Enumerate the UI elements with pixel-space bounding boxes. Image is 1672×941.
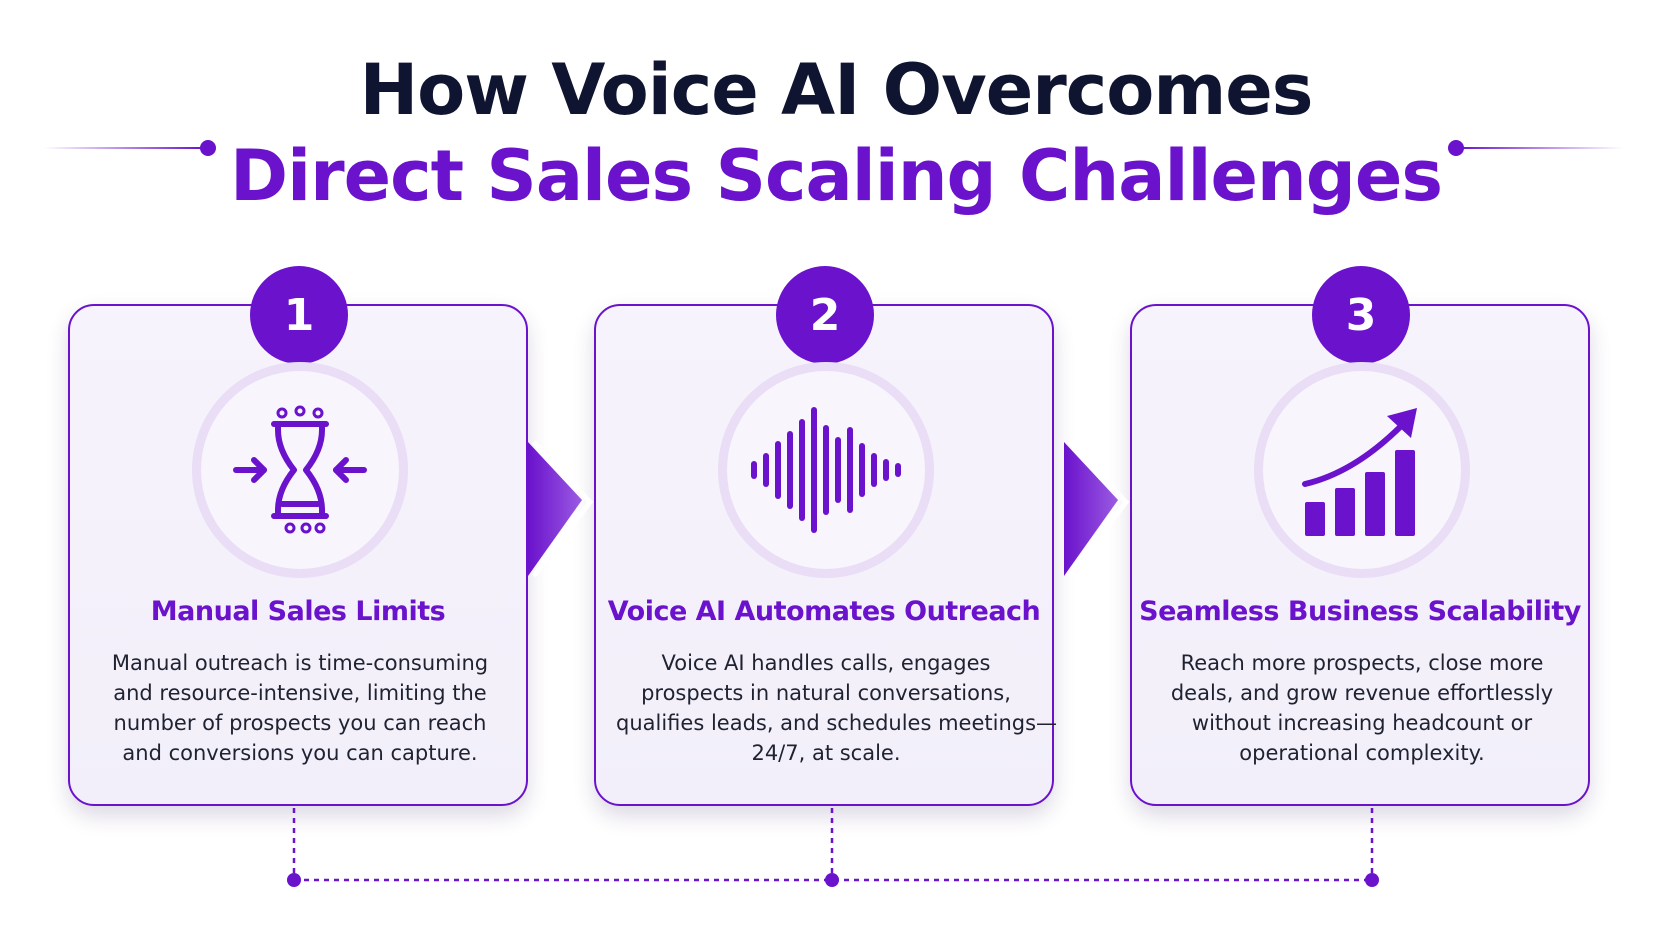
step-icon-ring-3 [1254,362,1470,578]
step-number-badge-2: 2 [776,266,874,364]
step-card-2: 2 Voice AI [594,266,1058,806]
growth-chart-icon [1302,408,1417,536]
title-decor-dot-right [1448,140,1464,156]
step-description-line: and resource-intensive, limiting the [113,681,487,705]
step-number-badge-3: 3 [1312,266,1410,364]
step-description-line: qualifies leads, and schedules meetings— [616,711,1058,735]
step-card-3: 3 Seamless Business Scalability Reach mo… [1130,266,1590,806]
step-description-line: Voice AI handles calls, engages [661,651,991,675]
step-description-2: Voice AI handles calls, engages prospect… [616,648,1058,768]
arrow-right-icon [528,440,594,578]
step-title-1: Manual Sales Limits [150,596,446,627]
step-description-line: Reach more prospects, close more [1180,651,1544,675]
title-line-1: How Voice AI Overcomes [359,49,1314,131]
step-title-2: Voice AI Automates Outreach [607,596,1041,627]
title-decor-line-right [1458,147,1623,149]
hourglass-compress-icon [233,405,367,534]
step-description-3: Reach more prospects, close more deals, … [1152,648,1572,768]
step-icon-ring-2 [718,362,934,578]
step-description-1: Manual outreach is time-consuming and re… [90,648,510,768]
step-description-line: number of prospects you can reach [113,711,487,735]
step-title-3: Seamless Business Scalability [1139,596,1581,627]
title-decor-dot-left [200,140,216,156]
step-description-line: operational complexity. [1239,741,1485,765]
title-line-2: Direct Sales Scaling Challenges [229,135,1443,217]
step-number-badge-1: 1 [250,266,348,364]
step-description-line: and conversions you can capture. [122,741,478,765]
sound-wave-icon [751,407,901,533]
step-description-line: deals, and grow revenue effortlessly [1170,681,1554,705]
step-description-line: 24/7, at scale. [751,741,901,765]
step-card-1: 1 [68,266,528,806]
step-icon-ring-1 [192,362,408,578]
step-description-line: Manual outreach is time-consuming [111,651,489,675]
title-decor-line-left [44,147,204,149]
step-description-line: without increasing headcount or [1191,711,1533,735]
step-description-line: prospects in natural conversations, [641,681,1011,705]
arrow-right-icon [1064,440,1130,578]
